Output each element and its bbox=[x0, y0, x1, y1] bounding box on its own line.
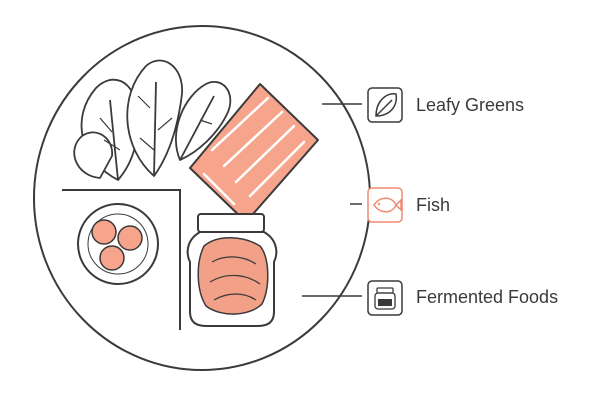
jar-icon bbox=[367, 280, 403, 316]
fish-icon bbox=[367, 187, 403, 223]
plate-divider bbox=[62, 189, 181, 330]
fermented-jar-illustration bbox=[186, 213, 278, 327]
bowl-illustration bbox=[77, 203, 159, 285]
connector-lines bbox=[302, 103, 362, 297]
leafy-greens-illustration bbox=[73, 59, 232, 181]
label-leafy-greens: Leafy Greens bbox=[416, 95, 525, 115]
leaf-icon bbox=[367, 87, 403, 123]
label-fermented-foods: Fermented Foods bbox=[416, 287, 559, 307]
label-fish: Fish bbox=[416, 195, 451, 215]
fish-illustration bbox=[189, 83, 319, 223]
